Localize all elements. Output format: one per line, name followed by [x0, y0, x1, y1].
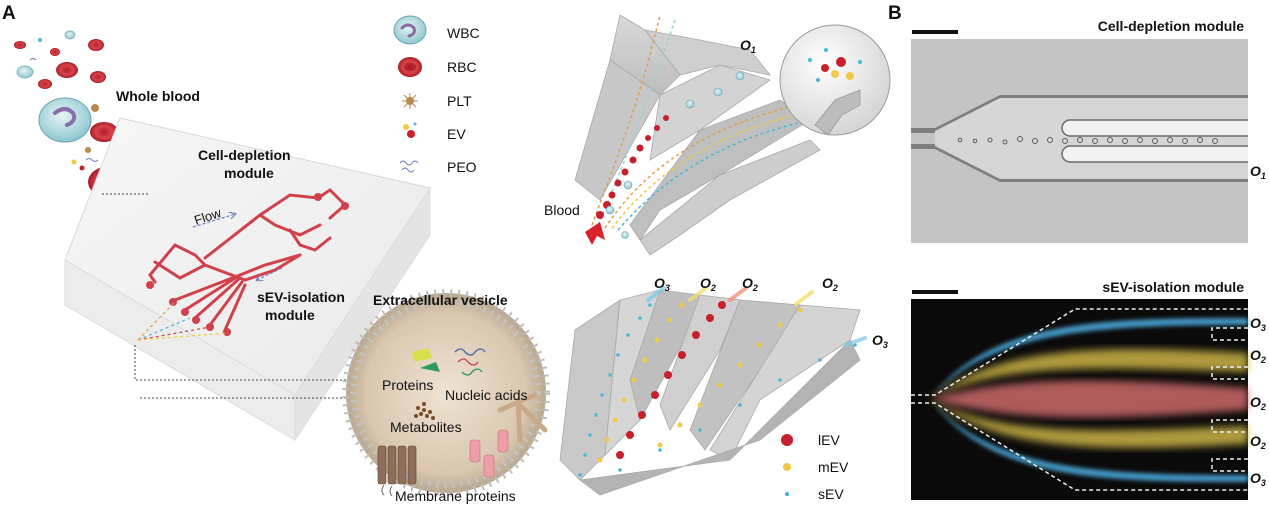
mev-icon: [783, 463, 791, 471]
zoom-bubble: [779, 24, 891, 136]
panel-b-letter: B: [888, 3, 902, 24]
cell-legend-labels: WBC RBC PLT EV PEO: [447, 25, 480, 175]
cell-depletion-module-title: Cell-depletion module: [1098, 18, 1244, 34]
sev-isolation-label-2: module: [265, 307, 315, 323]
outlet-label: O2: [1250, 347, 1266, 365]
legend-label: EV: [447, 126, 466, 142]
blood-label: Blood: [544, 202, 580, 218]
outlet-label: O3: [872, 332, 888, 350]
legend-label: mEV: [818, 459, 849, 475]
peo-icon: [399, 160, 419, 173]
microfluidic-chip: [64, 117, 431, 442]
cell-depletion-micrograph: [911, 30, 1248, 243]
outlet-label: O2: [742, 275, 758, 293]
legend-label: sEV: [818, 486, 844, 502]
extracellular-vesicle-title: Extracellular vesicle: [373, 292, 508, 308]
cell-depletion-particles: [596, 71, 745, 239]
cell-depletion-label: Cell-depletion: [198, 147, 291, 163]
sev-isolation-outlet-labels: O3 O2 O2 O2 O3: [654, 275, 888, 350]
plt-icon: [402, 93, 418, 109]
outlet-o1-label: O1: [740, 37, 756, 55]
nucleic-acids-label: Nucleic acids: [445, 387, 527, 403]
sev-icon: [784, 491, 790, 497]
outlet-label: O3: [1250, 315, 1266, 333]
whole-blood-label: Whole blood: [116, 88, 200, 104]
cell-depletion-3d-channel: [574, 14, 891, 256]
legend-label: WBC: [447, 25, 480, 41]
proteins-label: Proteins: [382, 377, 433, 393]
sev-isolation-label: sEV-isolation: [257, 289, 345, 305]
leader-lines: [102, 193, 375, 399]
cell-depletion-label-2: module: [224, 165, 274, 181]
outlet-label: O2: [822, 275, 838, 293]
blood-inlet-arrow: [585, 222, 605, 245]
membrane-proteins-label: Membrane proteins: [395, 488, 516, 504]
cell-legend: [393, 15, 427, 173]
outlet-label: O2: [1250, 394, 1266, 412]
extracellular-vesicle: [342, 289, 550, 497]
sev-isolation-outlet-labels-b: O3 O2 O2 O2 O3: [1250, 315, 1266, 488]
sev-isolation-micrograph: [911, 290, 1248, 500]
sev-isolation-module-title: sEV-isolation module: [1102, 279, 1244, 295]
outlet-o1-label: O1: [1250, 163, 1266, 181]
metabolites-label: Metabolites: [390, 419, 462, 435]
ev-size-legend: lEV mEV sEV: [781, 432, 849, 502]
scale-bar: [912, 30, 958, 34]
ev-icon: [403, 122, 417, 138]
wbc-icon: [393, 15, 427, 45]
scale-bar: [912, 290, 958, 294]
outlet-label: O2: [700, 275, 716, 293]
outlet-label: O2: [1250, 433, 1266, 451]
legend-label: PEO: [447, 159, 477, 175]
sev-isolation-3d-channel: [559, 286, 867, 496]
outlet-label: O3: [654, 275, 670, 293]
outlet-label: O3: [1250, 470, 1266, 488]
legend-label: PLT: [447, 93, 472, 109]
panel-a-letter: A: [2, 3, 16, 24]
lev-icon: [781, 434, 793, 446]
legend-label: lEV: [818, 432, 840, 448]
legend-label: RBC: [447, 59, 477, 75]
